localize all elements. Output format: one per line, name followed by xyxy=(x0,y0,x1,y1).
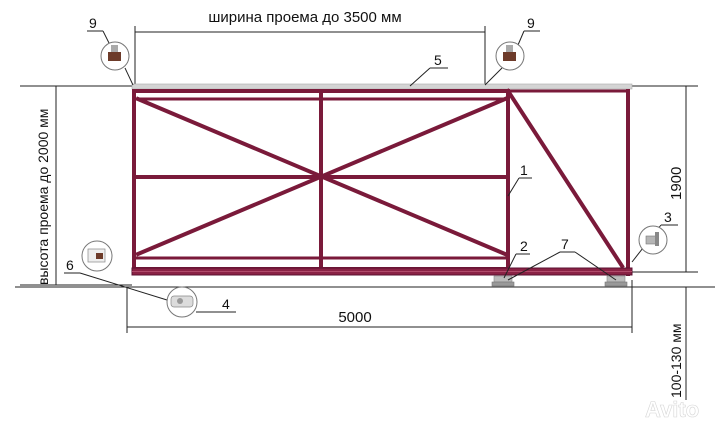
callout-9-left: 9 xyxy=(89,15,97,31)
roller-support-icon xyxy=(166,286,198,318)
gate-height-label: 1900 xyxy=(668,167,685,200)
callout-3: 3 xyxy=(664,209,672,225)
end-cap-icon-right xyxy=(495,41,525,71)
callout-7: 7 xyxy=(561,236,569,252)
opening-height-label: высота проема до 2000 мм xyxy=(35,109,51,285)
avito-watermark: Avito xyxy=(614,388,699,422)
roller-carriage-left xyxy=(491,275,515,287)
callout-5: 5 xyxy=(434,52,442,68)
roller-carriage-right xyxy=(604,275,628,287)
opening-height-dimension: высота проема до 2000 мм xyxy=(20,85,132,286)
callout-2: 2 xyxy=(520,238,528,254)
catcher-icon-lower xyxy=(638,225,668,255)
end-cap-icon-left xyxy=(100,41,130,71)
gate-frame xyxy=(131,88,633,276)
watermark-text: Avito xyxy=(645,397,699,422)
callout-4: 4 xyxy=(222,296,230,312)
clearance-dimension: 100-130 мм xyxy=(668,287,687,400)
opening-width-dimension: ширина проема до 3500 мм xyxy=(134,9,486,88)
opening-width-label: ширина проема до 3500 мм xyxy=(208,9,401,26)
gate-length-label: 5000 xyxy=(338,309,371,326)
callout-6: 6 xyxy=(66,257,74,273)
clearance-label: 100-130 мм xyxy=(668,323,684,398)
catcher-icon-upper xyxy=(81,240,113,272)
gate-length-dimension: 5000 xyxy=(126,280,633,333)
callout-9-right: 9 xyxy=(527,15,535,31)
gate-height-dimension: 1900 xyxy=(632,85,698,273)
callout-1: 1 xyxy=(520,162,528,178)
top-guide-rail xyxy=(131,83,633,90)
